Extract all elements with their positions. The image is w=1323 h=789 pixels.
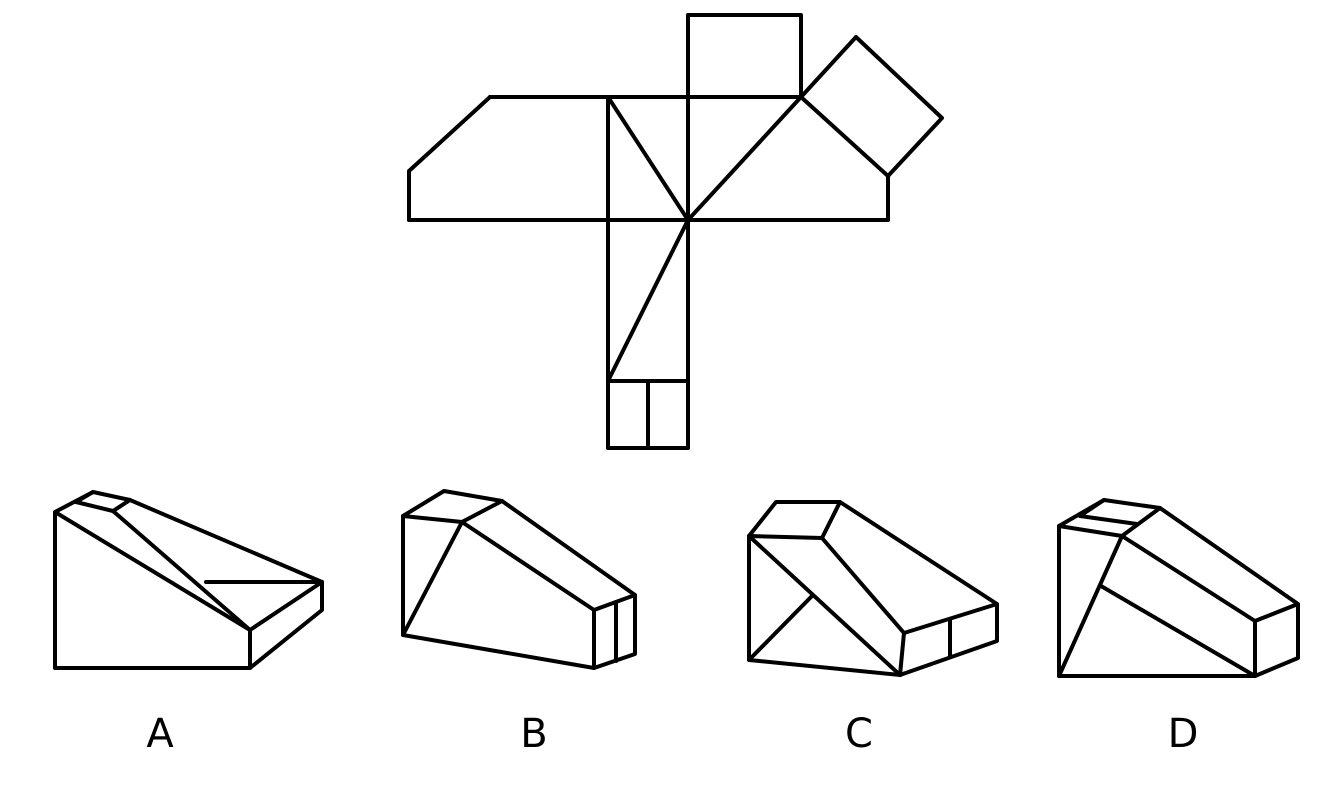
net-bottom-square	[606, 379, 690, 450]
net-vertical-lines	[606, 95, 690, 450]
option-d-figure[interactable]	[1057, 498, 1300, 678]
option-b-label: B	[520, 711, 547, 757]
option-d-label: D	[1168, 711, 1199, 757]
option-a-label: A	[146, 711, 174, 757]
option-b-figure[interactable]	[401, 489, 637, 670]
unfolded-net	[407, 13, 944, 450]
net-left-panel	[407, 95, 492, 222]
option-a-figure[interactable]	[53, 490, 324, 670]
option-c-figure[interactable]	[747, 500, 999, 677]
option-c-label: C	[845, 711, 873, 757]
net-tilted-square	[799, 35, 944, 178]
net-diagonals	[606, 95, 803, 383]
net-top-square	[686, 13, 803, 99]
net-right-panel	[799, 95, 890, 222]
net-middle-horizontal-band	[407, 95, 890, 222]
